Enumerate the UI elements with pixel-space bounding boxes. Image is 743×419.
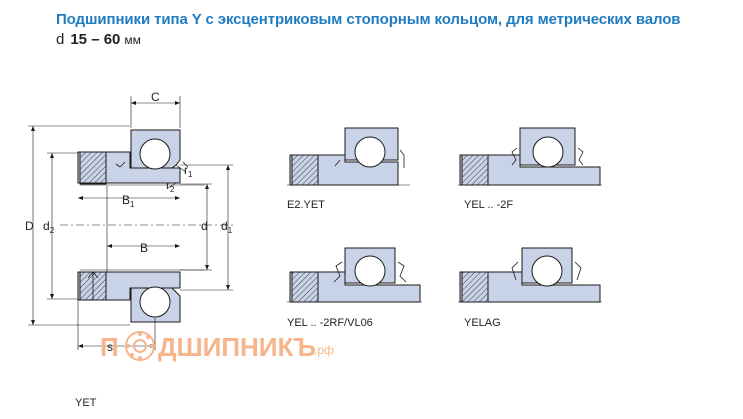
svg-text:ДШИПНИКЪ: ДШИПНИКЪ [158,332,316,362]
dim-d-label: d [201,219,208,233]
design-yel2f-label: YEL .. -2F [464,199,513,211]
ball-top [139,138,171,170]
svg-text:.рф: .рф [314,343,334,357]
dim-r2-label: r2 [166,178,175,194]
yel2rf-section-drawing [287,247,422,303]
bore-range-symbol: d [56,31,65,48]
yel2f-section-drawing [458,127,602,186]
design-e2yet-label: E2.YET [287,199,325,211]
bore-range-unit: мм [124,33,141,47]
dim-r1-label: r1 [184,163,193,179]
dim-c-label: C [151,90,160,104]
design-yel2rf-label: YEL .. -2RF/VL06 [287,317,373,329]
svg-text:П: П [100,332,119,362]
bore-range-value: 15 – 60 [70,31,121,48]
design-yelag-label: YELAG [464,317,501,329]
dim-b1-label: B1 [122,193,135,209]
watermark-bearing-icon [125,331,155,361]
yelag-section-drawing [458,247,602,303]
page-title: Подшипники типа Y с эксцентриковым стопо… [56,11,681,28]
design-main-label: YET [75,397,97,409]
dim-b-label: B [140,241,148,255]
e2yet-section-drawing [287,127,410,186]
yet-section-drawing [28,96,235,350]
dim-d2-label: d2 [43,219,55,235]
ball-bottom [139,286,171,318]
dim-d1-label: d1 [221,219,233,235]
watermark: П ДШИПНИКЪ .рф [100,331,334,362]
locking-collar-top [79,151,107,185]
dim-s1-label: s1 [107,340,118,356]
dim-D-label: D [25,219,34,233]
